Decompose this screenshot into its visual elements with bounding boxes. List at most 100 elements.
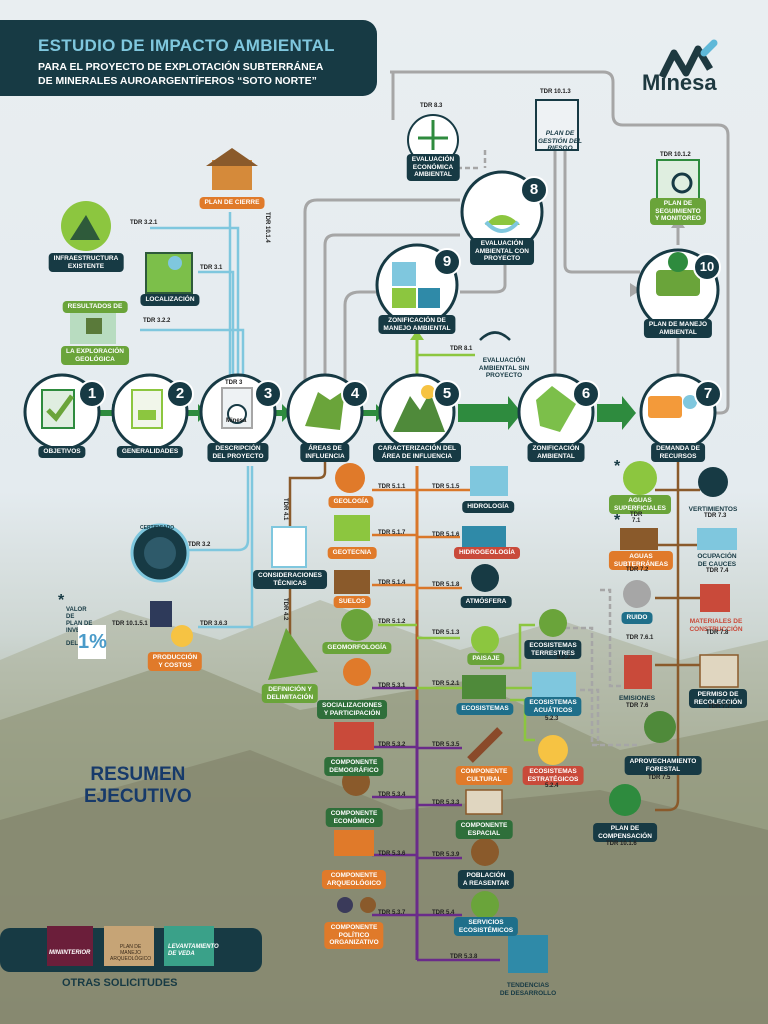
servicios-label[interactable]: SERVICIOS ECOSISTÉMICOS xyxy=(453,917,519,936)
materiales-label[interactable]: MATERIALES DE CONSTRUCCIÓN xyxy=(689,618,743,633)
geotecnia-label[interactable]: GEOTECNIA xyxy=(327,547,377,559)
suelos-tdr: TDR 5.1.4 xyxy=(378,580,406,586)
step-5-number: 5 xyxy=(433,380,461,408)
step-7-number: 7 xyxy=(694,380,722,408)
ecosistemas-label[interactable]: ECOSISTEMAS xyxy=(456,703,514,715)
step-7-label[interactable]: DEMANDA DE RECURSOS xyxy=(651,443,705,462)
arqueologico-label[interactable]: COMPONENTE ARQUEOLÓGICO xyxy=(321,870,387,889)
plan-cierre-tdr: TDR 10.1.4 xyxy=(264,212,270,243)
consideraciones-tdr: TDR 4.1 xyxy=(282,498,288,521)
tendencias-tdr: TDR 5.3.8 xyxy=(450,954,478,960)
seal-tdr: TDR 3.2 xyxy=(188,542,211,548)
step-3-label[interactable]: DESCRIPCIÓN DEL PROYECTO xyxy=(207,443,269,462)
aguas-subterraneas-tdr: TDR 7.2 xyxy=(626,567,649,573)
geologia-tdr: TDR 5.1.1 xyxy=(378,484,406,490)
eco-estrategicos-code: 5.2.4 xyxy=(545,783,559,789)
arqueologico-card[interactable] xyxy=(104,926,154,966)
step-9-label[interactable]: ZONIFICACIÓN DE MANEJO AMBIENTAL xyxy=(378,315,456,334)
brand-name: Minesa xyxy=(642,70,717,95)
demografico-tdr: TDR 5.3.2 xyxy=(378,742,406,748)
vertimientos-label[interactable]: VERTIMIENTOS xyxy=(688,506,738,513)
seguimiento-label[interactable]: PLAN DE SEGUIMIENTO Y MONITOREO xyxy=(650,198,706,225)
resultados-tdr: TDR 3.2.2 xyxy=(143,318,171,324)
atmosfera-label[interactable]: ATMÓSFERA xyxy=(460,596,512,608)
eval-economica-label[interactable]: EVALUACIÓN ECONÓMICA AMBIENTAL xyxy=(406,154,460,181)
suelos-label[interactable]: SUELOS xyxy=(333,596,371,608)
step-10-label[interactable]: PLAN DE MANEJO AMBIENTAL xyxy=(643,319,713,338)
miniinterior-label: MINIINTERIOR xyxy=(49,950,91,956)
resumen-ejecutivo[interactable]: RESUMEN EJECUTIVO xyxy=(84,764,192,808)
veda-card[interactable] xyxy=(164,926,214,966)
cultural-tdr: TDR 5.3.5 xyxy=(432,742,460,748)
resultados-label-top: RESULTADOS DE xyxy=(62,301,128,313)
aguas-subterraneas-label[interactable]: AGUAS SUBTERRÁNEAS xyxy=(608,551,674,570)
localizacion-label[interactable]: LOCALIZACIÓN xyxy=(140,294,200,306)
resultados-label[interactable]: LA EXPLORACIÓN GEOLÓGICA xyxy=(61,346,129,365)
aprovechamiento-tdr: TDR 7.5 xyxy=(648,775,671,781)
step-3-badge: Minesa xyxy=(226,418,247,424)
eco-terrestres-label[interactable]: ECOSISTEMAS TERRESTRES xyxy=(524,640,582,659)
emisiones-label[interactable]: EMISIONES xyxy=(618,695,656,702)
emisiones-tdr: TDR 7.6 xyxy=(626,703,649,709)
eval-sin-proyecto-tdr: TDR 8.1 xyxy=(450,346,473,352)
minesa-logo-icon xyxy=(658,39,718,79)
reasentar-label[interactable]: POBLACIÓN A REASENTAR xyxy=(457,870,515,889)
ocupacion-cauces-tdr: TDR 7.4 xyxy=(706,568,729,574)
eco-acuaticos-code: 5.2.3 xyxy=(545,716,559,722)
hidrogeologia-label[interactable]: HIDROGEOLOGÍA xyxy=(454,547,520,559)
hidrologia-label[interactable]: HIDROLOGÍA xyxy=(462,501,514,513)
ruido-label[interactable]: RUIDO xyxy=(621,612,653,624)
aguas-superficiales-tdr: TDR 7.1 xyxy=(630,512,643,524)
geologia-label[interactable]: GEOLOGÍA xyxy=(328,496,374,508)
gestion-riesgo-label[interactable]: PLAN DE GESTIÓN DEL RIESGO xyxy=(537,130,583,152)
definicion-label[interactable]: DEFINICIÓN Y DELIMITACIÓN xyxy=(261,684,319,703)
cultural-label[interactable]: COMPONENTE CULTURAL xyxy=(455,766,513,785)
resumen-line-2: EJECUTIVO xyxy=(84,786,192,807)
espacial-label[interactable]: COMPONENTE ESPACIAL xyxy=(455,820,513,839)
valor-percent: 1% xyxy=(78,625,107,659)
plan-cierre-label[interactable]: PLAN DE CIERRE xyxy=(199,197,265,209)
permiso-label[interactable]: PERMISO DE RECOLECCIÓN xyxy=(688,689,748,708)
eval-economica-tdr: TDR 8.3 xyxy=(420,103,443,109)
eval-sin-proyecto-label[interactable]: EVALUACIÓN AMBIENTAL SIN PROYECTO xyxy=(478,357,530,379)
step-1-label[interactable]: OBJETIVOS xyxy=(38,446,86,458)
miniinterior-card[interactable] xyxy=(47,926,93,966)
hidrogeologia-tdr: TDR 5.1.6 xyxy=(432,532,460,538)
page-subtitle-1: PARA EL PROYECTO DE EXPLOTACIÓN SUBTERRÁ… xyxy=(38,61,324,73)
step-3-tdr: TDR 3 xyxy=(225,380,243,386)
eco-acuaticos-label[interactable]: ECOSISTEMAS ACUÁTICOS xyxy=(524,697,582,716)
valor-del: DEL xyxy=(66,641,78,647)
page-title: ESTUDIO DE IMPACTO AMBIENTAL xyxy=(38,36,335,55)
ocupacion-cauces-label[interactable]: OCUPACIÓN DE CAUCES xyxy=(697,553,737,568)
step-4-label[interactable]: ÁREAS DE INFLUENCIA xyxy=(300,443,350,462)
aprovechamiento-label[interactable]: APROVECHAMIENTO FORESTAL xyxy=(624,756,702,775)
demografico-label[interactable]: COMPONENTE DEMOGRÁFICO xyxy=(324,757,384,776)
economico-label[interactable]: COMPONENTE ECONÓMICO xyxy=(325,808,383,827)
paisaje-tdr: TDR 5.1.3 xyxy=(432,630,460,636)
economico-tdr: TDR 5.3.4 xyxy=(378,792,406,798)
politico-tdr: TDR 5.3.7 xyxy=(378,910,406,916)
produccion-label[interactable]: PRODUCCIÓN Y COSTOS xyxy=(147,652,203,671)
infraestructura-label[interactable]: INFRAESTRUCTURA EXISTENTE xyxy=(48,253,124,272)
compensacion-label[interactable]: PLAN DE COMPENSACIÓN xyxy=(593,823,657,842)
seguimiento-tdr: TDR 10.1.2 xyxy=(660,152,691,158)
tendencias-label[interactable]: TENDENCIAS DE DESARROLLO xyxy=(499,982,557,997)
paisaje-label[interactable]: PAISAJE xyxy=(467,653,505,665)
socializaciones-tdr: TDR 5.3.1 xyxy=(378,683,406,689)
eco-estrategicos-label[interactable]: ECOSISTEMAS ESTRATÉGICOS xyxy=(522,766,584,785)
socializaciones-label[interactable]: SOCIALIZACIONES Y PARTICIPACIÓN xyxy=(317,700,387,719)
otras-solicitudes-title: OTRAS SOLICITUDES xyxy=(62,977,178,989)
permiso-tdr: TDR 7.7 xyxy=(708,704,731,710)
eco-terrestres-code: 5.2.2 xyxy=(557,655,571,661)
step-5-label[interactable]: CARACTERIZACIÓN DEL ÁREA DE INFLUENCIA xyxy=(373,443,461,462)
step-6-label[interactable]: ZONIFICACIÓN AMBIENTAL xyxy=(527,443,585,462)
politico-label[interactable]: COMPONENTE POLÍTICO ORGANIZATIVO xyxy=(324,922,384,949)
consideraciones-label[interactable]: CONSIDERACIONES TÉCNICAS xyxy=(253,570,327,589)
servicios-tdr: TDR 5.4 xyxy=(432,910,455,916)
step-2-label[interactable]: GENERALIDADES xyxy=(116,446,184,458)
geomorfologia-label[interactable]: GEOMORFOLOGÍA xyxy=(322,642,392,654)
step-8-label[interactable]: EVALUACIÓN AMBIENTAL CON PROYECTO xyxy=(470,238,534,265)
header-banner: ESTUDIO DE IMPACTO AMBIENTAL PARA EL PRO… xyxy=(0,20,377,96)
arqueologico-tdr: TDR 5.3.6 xyxy=(378,851,406,857)
aguas-superficiales-label[interactable]: AGUAS SUPERFICIALES xyxy=(608,495,672,514)
